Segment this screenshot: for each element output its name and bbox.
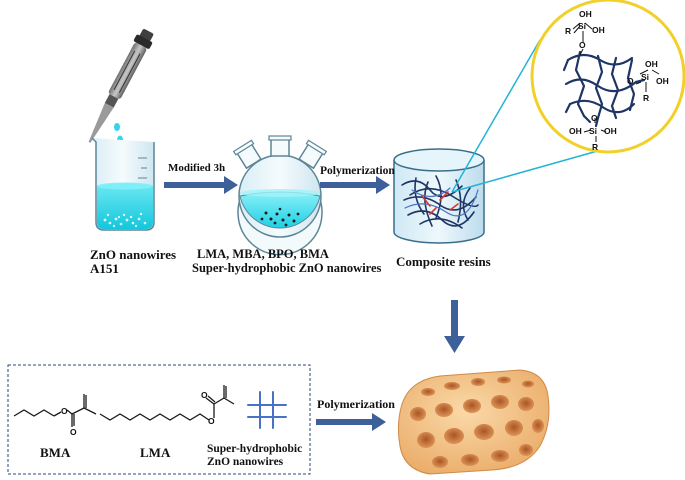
lma-carbonyl-o: O [201, 390, 208, 400]
arrow-polymerization-top [320, 176, 390, 194]
three-neck-flask-icon [232, 135, 328, 256]
inset-oh: OH [656, 76, 669, 86]
inset-o: O [627, 76, 634, 86]
bma-carbonyl-o: O [70, 427, 77, 437]
porous-foam-icon [397, 369, 550, 475]
beaker-icon [91, 137, 155, 231]
arrow-polymerization-bottom [316, 413, 386, 431]
pipette-icon [88, 29, 154, 143]
inset-o: O [579, 40, 586, 50]
nanowires-label-line1: Super-hydrophobic [207, 443, 303, 455]
stage1-label-line1: ZnO nanowires [90, 247, 177, 262]
arrow2-label: Polymerization [320, 165, 395, 177]
inset-si: Si [589, 126, 597, 136]
lma-ester-o: O [208, 416, 215, 426]
inset-connector-lines [451, 39, 602, 193]
bma-ester-o: O [61, 406, 68, 416]
inset-oh: OH [604, 126, 617, 136]
monomer-box [7, 364, 311, 475]
inset-si: Si [578, 21, 586, 31]
stage2-label-line2: Super-hydrophobic ZnO nanowires [192, 261, 382, 275]
stage2-label-line1: LMA, MBA, BPO, BMA [197, 247, 329, 261]
bma-label: BMA [40, 445, 71, 460]
inset-oh: OH [645, 59, 658, 69]
inset-magnified-network [530, 0, 685, 154]
inset-o: O [591, 113, 598, 123]
inset-r: R [592, 142, 598, 152]
inset-oh: OH [579, 9, 592, 19]
inset-oh: OH [569, 126, 582, 136]
lma-label: LMA [140, 445, 171, 460]
stage3-label: Composite resins [396, 254, 491, 269]
bma-structure-icon [13, 394, 97, 427]
inset-si: Si [641, 72, 649, 82]
stage1-label-line2: A151 [90, 261, 119, 276]
arrow-down [444, 300, 465, 353]
nanowire-grid-icon [247, 391, 287, 429]
bottom-arrow-label: Polymerization [317, 397, 395, 411]
arrow1-label: Modified 3h [168, 162, 226, 174]
composite-resin-jar-icon [393, 148, 485, 244]
inset-labels: OH Si OH R O OH Si OH R O O OH Si OH R [565, 9, 669, 152]
inset-r: R [565, 26, 571, 36]
inset-r: R [643, 93, 649, 103]
lma-structure-icon [99, 385, 235, 421]
arrow-modified [164, 176, 238, 194]
inset-oh: OH [592, 25, 605, 35]
nanowires-label-line2: ZnO nanowires [207, 456, 284, 468]
